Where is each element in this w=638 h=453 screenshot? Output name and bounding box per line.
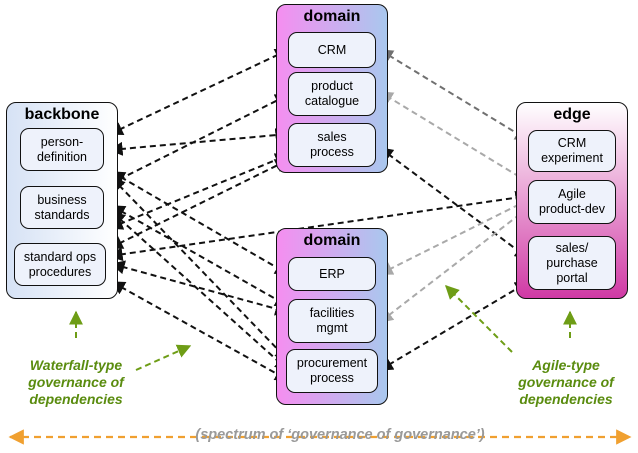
arrow-sales-to-portal (378, 147, 530, 259)
node-sales-process[interactable]: sales process (288, 123, 376, 167)
arrow-business-to-crm (108, 49, 290, 135)
label-spectrum: (spectrum of ‘governance of governance’) (195, 427, 485, 443)
domain-bottom-title: domain (303, 232, 361, 249)
node-standard-ops-procedures[interactable]: standard ops procedures (14, 243, 106, 286)
node-facilities-mgmt[interactable]: facilities mgmt (288, 299, 376, 343)
arrow-person-to-procurement (111, 176, 289, 362)
backbone-title: backbone (24, 106, 100, 123)
domain-top-title: domain (303, 8, 361, 25)
node-product-catalogue[interactable]: product catalogue (288, 72, 376, 116)
arrow-standards-to-facilities (110, 205, 290, 307)
node-crm-experiment[interactable]: CRM experiment (528, 130, 616, 172)
node-sales-purchase-portal[interactable]: sales/ purchase portal (528, 236, 616, 290)
node-crm[interactable]: CRM (288, 32, 376, 68)
arrow-agile-to-catalogue (378, 91, 529, 183)
arrow-person-to-sales (108, 128, 290, 156)
arrow-agile-to-facilities (378, 207, 529, 323)
node-business-standards[interactable]: business standards (20, 186, 104, 229)
arrow-agile-to-erp (378, 199, 529, 275)
arrow-person-to-catalogue (108, 94, 290, 185)
arrow-procurement-to-portal (378, 281, 530, 371)
arrow-crm-to-crm-experiment (378, 49, 530, 141)
arrow-green-agile-to-domain (445, 285, 513, 353)
node-procurement-process[interactable]: procurement process (286, 349, 378, 393)
label-agile-governance: Agile-type governance of dependencies (518, 357, 614, 407)
arrow-ops-to-facilities (110, 260, 290, 316)
arrow-person-to-erp (110, 171, 290, 275)
node-person-definition[interactable]: person- definition (20, 128, 104, 171)
arrow-standards-to-sales (108, 153, 290, 230)
node-agile-product-dev[interactable]: Agile product-dev (528, 180, 616, 224)
label-waterfall-governance: Waterfall-type governance of dependencie… (28, 357, 124, 407)
arrow-ops-to-procurement (110, 281, 290, 381)
edge-title: edge (553, 106, 591, 123)
node-erp[interactable]: ERP (288, 257, 376, 291)
